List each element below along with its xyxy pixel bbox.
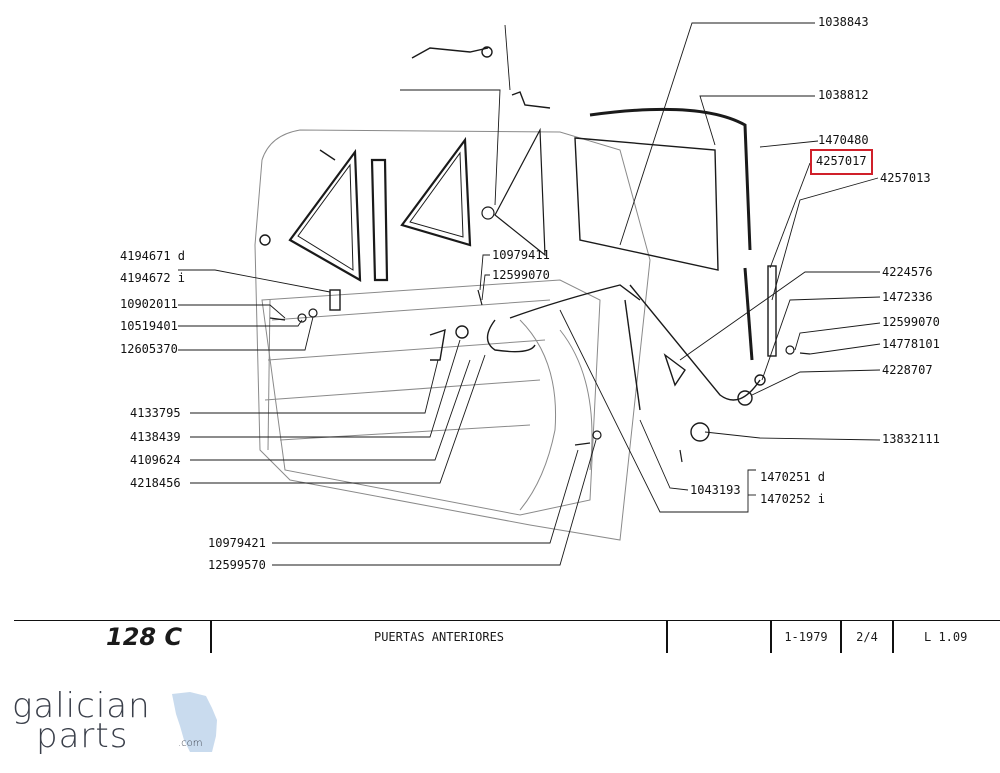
parts-diagram: 1038843 1038812 1470480 4257017 4257013 … bbox=[120, 15, 940, 572]
logo-suffix: .com bbox=[178, 738, 203, 749]
galicia-map-icon bbox=[172, 692, 217, 752]
part-label-13832111: 13832111 bbox=[882, 432, 940, 446]
part-label-4138439: 4138439 bbox=[130, 430, 181, 444]
model-name: 128 C bbox=[106, 623, 183, 651]
handles bbox=[259, 46, 551, 361]
part-label-1470251: 1470251 d bbox=[760, 470, 826, 484]
part-label-4109624: 4109624 bbox=[130, 453, 181, 467]
page-field: 2/4 bbox=[856, 630, 878, 644]
part-label-1043193: 1043193 bbox=[690, 483, 741, 497]
part-label-4224576: 4224576 bbox=[882, 265, 933, 279]
part-label-4257013: 4257013 bbox=[880, 171, 931, 185]
part-label-14778101: 14778101 bbox=[882, 337, 940, 351]
vent-glass bbox=[481, 127, 546, 257]
part-label-10979421: 10979421 bbox=[208, 536, 266, 550]
section-title: PUERTAS ANTERIORES bbox=[373, 630, 505, 644]
divider bbox=[666, 621, 668, 653]
part-label-10979411: 10979411 bbox=[492, 248, 550, 262]
highlight-box bbox=[810, 149, 873, 175]
part-label-12605370: 12605370 bbox=[120, 342, 178, 356]
part-label-1472336: 1472336 bbox=[882, 290, 933, 304]
part-label-4133795: 4133795 bbox=[130, 406, 181, 420]
part-label-4257017[interactable]: 4257017 bbox=[816, 154, 867, 168]
logo-line-1: galician bbox=[12, 686, 151, 726]
divider bbox=[840, 621, 842, 653]
divider bbox=[770, 621, 772, 653]
vent-window-frames bbox=[288, 136, 472, 282]
main-door-glass bbox=[574, 107, 777, 361]
divider bbox=[892, 621, 894, 653]
date-field: 1-1979 bbox=[784, 630, 828, 644]
part-label-12599070-center: 12599070 bbox=[492, 268, 550, 282]
part-label-4228707: 4228707 bbox=[882, 363, 933, 377]
part-label-4194671: 4194671 d bbox=[120, 249, 186, 263]
leader-lines bbox=[178, 22, 881, 566]
window-regulator bbox=[486, 284, 766, 442]
part-label-10519401: 10519401 bbox=[120, 319, 178, 333]
logo-line-2: parts bbox=[36, 716, 129, 756]
part-label-12599070-right: 12599070 bbox=[882, 315, 940, 329]
part-label-4218456: 4218456 bbox=[130, 476, 181, 490]
part-label-4194672: 4194672 i bbox=[120, 271, 186, 285]
title-block: 128 C PUERTAS ANTERIORES 1-1979 2/4 L 1.… bbox=[14, 620, 1000, 653]
part-label-1470480: 1470480 bbox=[818, 133, 869, 147]
screws bbox=[269, 289, 811, 463]
part-label-10902011: 10902011 bbox=[120, 297, 178, 311]
door-panel-outline bbox=[254, 129, 651, 541]
part-label-12599570: 12599570 bbox=[208, 558, 266, 572]
reference-field: L 1.09 bbox=[924, 630, 968, 644]
door-exploded-view bbox=[178, 22, 881, 566]
part-label-1470252: 1470252 i bbox=[760, 492, 826, 506]
part-label-1038843: 1038843 bbox=[818, 15, 869, 29]
divider bbox=[210, 621, 212, 653]
part-label-1038812: 1038812 bbox=[818, 88, 869, 102]
galicianparts-logo[interactable]: galician parts .com bbox=[12, 686, 222, 756]
